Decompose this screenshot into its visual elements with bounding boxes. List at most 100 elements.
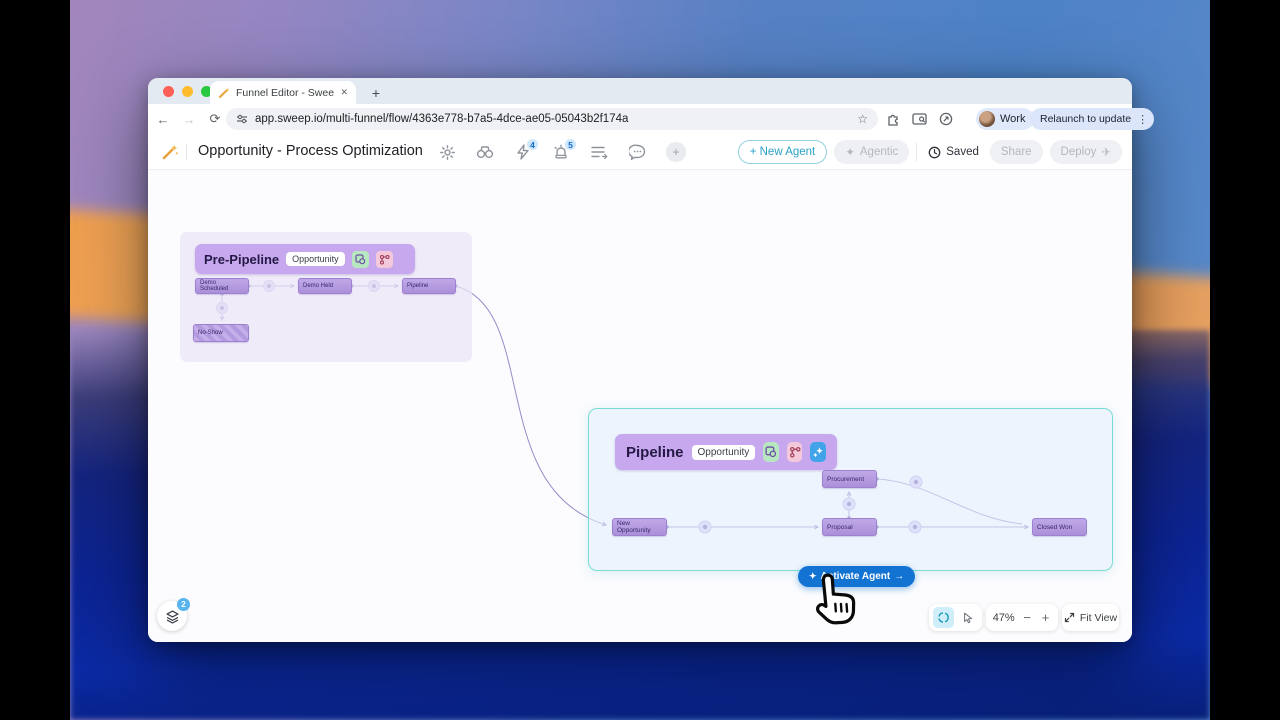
stage-label: Closed Won bbox=[1037, 523, 1073, 531]
address-bar[interactable]: app.sweep.io/multi-funnel/flow/4363e778-… bbox=[226, 108, 878, 130]
stage-node[interactable]: Demo Scheduled bbox=[195, 278, 249, 294]
record-types-icon[interactable] bbox=[763, 442, 779, 462]
layers-icon bbox=[165, 609, 179, 624]
saved-label: Saved bbox=[946, 146, 979, 158]
stage-node[interactable]: Closed Won bbox=[1032, 518, 1087, 536]
tab-title: Funnel Editor - Sweep bbox=[236, 86, 335, 99]
browser-toolbar: ← → ⟳ app.sweep.io/multi-funnel/flow/436… bbox=[148, 104, 1155, 134]
clock-icon bbox=[928, 146, 941, 158]
extensions-icon[interactable] bbox=[886, 112, 900, 126]
side-panel-search-icon[interactable] bbox=[912, 112, 927, 126]
fit-view-icon bbox=[1064, 612, 1075, 623]
actions-divider bbox=[916, 143, 918, 161]
browser-action-icons bbox=[886, 108, 953, 130]
deploy-plane-icon: ✈ bbox=[1101, 147, 1111, 159]
layers-badge: 2 bbox=[177, 598, 190, 611]
deploy-label: Deploy bbox=[1060, 146, 1097, 158]
flow-map-icon[interactable] bbox=[786, 442, 803, 462]
zoom-panel: 47% − + bbox=[986, 604, 1058, 631]
automations-bolt-icon[interactable]: 4 bbox=[514, 138, 539, 161]
agentic-label: Agentic bbox=[859, 146, 899, 158]
funnel-title: Opportunity - Process Optimization bbox=[198, 143, 423, 159]
pipeline-header[interactable]: Pipeline Opportunity bbox=[615, 434, 837, 470]
toolbar-divider bbox=[186, 144, 187, 160]
arrow-right-icon: → bbox=[894, 571, 905, 582]
record-types-icon[interactable] bbox=[351, 250, 369, 268]
stage-node-lost[interactable]: No-Show bbox=[193, 324, 249, 342]
stage-node[interactable]: New Opportunity bbox=[612, 518, 667, 536]
circle-arrow-icon[interactable] bbox=[939, 112, 953, 126]
stage-label: Procurement bbox=[827, 475, 865, 483]
browser-tab[interactable]: Funnel Editor - Sweep ✕ bbox=[210, 81, 356, 104]
alerts-siren-icon[interactable]: 5 bbox=[552, 138, 577, 161]
fit-view-button[interactable]: Fit View bbox=[1062, 604, 1119, 631]
flow-map-icon[interactable] bbox=[375, 250, 393, 268]
reload-icon[interactable]: ⟳ bbox=[209, 111, 221, 126]
pipeline-title: Pipeline bbox=[626, 443, 684, 461]
profile-name: Work bbox=[1000, 113, 1026, 125]
new-tab-button[interactable]: + bbox=[371, 85, 381, 101]
sweep-favicon bbox=[219, 87, 230, 98]
agent-sparkle-icon[interactable] bbox=[810, 442, 827, 462]
sweep-logo-icon[interactable] bbox=[161, 143, 179, 161]
forward-icon[interactable]: → bbox=[182, 111, 196, 127]
pan-tool-button[interactable] bbox=[933, 607, 954, 628]
close-window-button[interactable] bbox=[163, 86, 174, 97]
tab-strip: Funnel Editor - Sweep ✕ + bbox=[148, 78, 1132, 104]
sparkle-icon: ✦ bbox=[809, 571, 817, 581]
settings-gear-icon[interactable] bbox=[438, 143, 456, 161]
deploy-button[interactable]: Deploy ✈ bbox=[1049, 140, 1122, 164]
share-label: Share bbox=[1000, 146, 1032, 158]
pipeline-object-tag[interactable]: Opportunity bbox=[691, 444, 756, 460]
stage-node[interactable]: Demo Held bbox=[298, 278, 352, 294]
relaunch-label: Relaunch to update bbox=[1040, 113, 1132, 125]
profile-button[interactable]: Work bbox=[976, 108, 1035, 130]
traffic-lights bbox=[163, 86, 212, 97]
alerts-badge: 5 bbox=[564, 138, 577, 151]
profile-avatar bbox=[979, 111, 995, 127]
toolbar-actions: + New Agent ✦ Agentic Saved Share bbox=[737, 134, 1122, 170]
select-tool-button[interactable] bbox=[957, 607, 978, 628]
toolbar-icons: 4 5 + bbox=[438, 134, 686, 170]
browser-window: Funnel Editor - Sweep ✕ + ← → ⟳ app.swee… bbox=[148, 78, 1155, 642]
relaunch-update-button[interactable]: Relaunch to update ⋮ bbox=[1030, 108, 1155, 130]
share-button[interactable]: Share bbox=[989, 140, 1043, 164]
zoom-out-button[interactable]: − bbox=[1023, 610, 1031, 625]
flow-canvas[interactable]: Pre-Pipeline Opportunity Demo Scheduled … bbox=[148, 170, 1132, 642]
url-text[interactable]: app.sweep.io/multi-funnel/flow/4363e778-… bbox=[255, 113, 629, 125]
stage-node[interactable]: Procurement bbox=[822, 470, 877, 488]
minimize-window-button[interactable] bbox=[182, 86, 193, 97]
agentic-button[interactable]: ✦ Agentic bbox=[834, 140, 910, 164]
tab-close-icon[interactable]: ✕ bbox=[340, 87, 348, 97]
add-panel-icon[interactable]: + bbox=[666, 142, 686, 162]
bookmark-star-icon[interactable]: ☆ bbox=[857, 112, 868, 126]
stage-label: No-Show bbox=[198, 330, 223, 336]
zoom-in-button[interactable]: + bbox=[1041, 610, 1050, 625]
add-to-list-icon[interactable] bbox=[590, 143, 608, 161]
browser-menu-icon[interactable]: ⋮ bbox=[1137, 113, 1149, 126]
pre-pipeline-title: Pre-Pipeline bbox=[204, 251, 280, 267]
stage-node[interactable]: Pipeline bbox=[402, 278, 456, 294]
stage-label: New Opportunity bbox=[617, 520, 651, 534]
group-pipeline-selected[interactable] bbox=[588, 408, 1113, 571]
tool-mode-panel bbox=[929, 604, 982, 631]
pre-pipeline-header[interactable]: Pre-Pipeline Opportunity bbox=[195, 244, 415, 274]
stage-label: Pipeline bbox=[407, 283, 429, 289]
hand-cursor bbox=[816, 573, 856, 625]
binoculars-icon[interactable] bbox=[476, 143, 494, 161]
agentic-sparkle-icon: ✦ bbox=[845, 147, 855, 159]
stage-label: Demo Held bbox=[303, 283, 334, 289]
comments-icon[interactable] bbox=[628, 143, 646, 161]
new-agent-label: + New Agent bbox=[749, 146, 816, 158]
site-settings-icon[interactable] bbox=[236, 113, 248, 125]
stage-label: Proposal bbox=[827, 523, 853, 531]
layers-button[interactable]: 2 bbox=[157, 598, 190, 631]
zoom-window-button[interactable] bbox=[201, 86, 212, 97]
automations-badge: 4 bbox=[526, 138, 539, 151]
zoom-level: 47% bbox=[992, 611, 1015, 624]
stage-node[interactable]: Proposal bbox=[822, 518, 877, 536]
fit-view-label: Fit View bbox=[1079, 611, 1118, 624]
pre-pipeline-object-tag[interactable]: Opportunity bbox=[286, 252, 345, 266]
back-icon[interactable]: ← bbox=[156, 111, 170, 127]
new-agent-button[interactable]: + New Agent bbox=[737, 140, 828, 164]
